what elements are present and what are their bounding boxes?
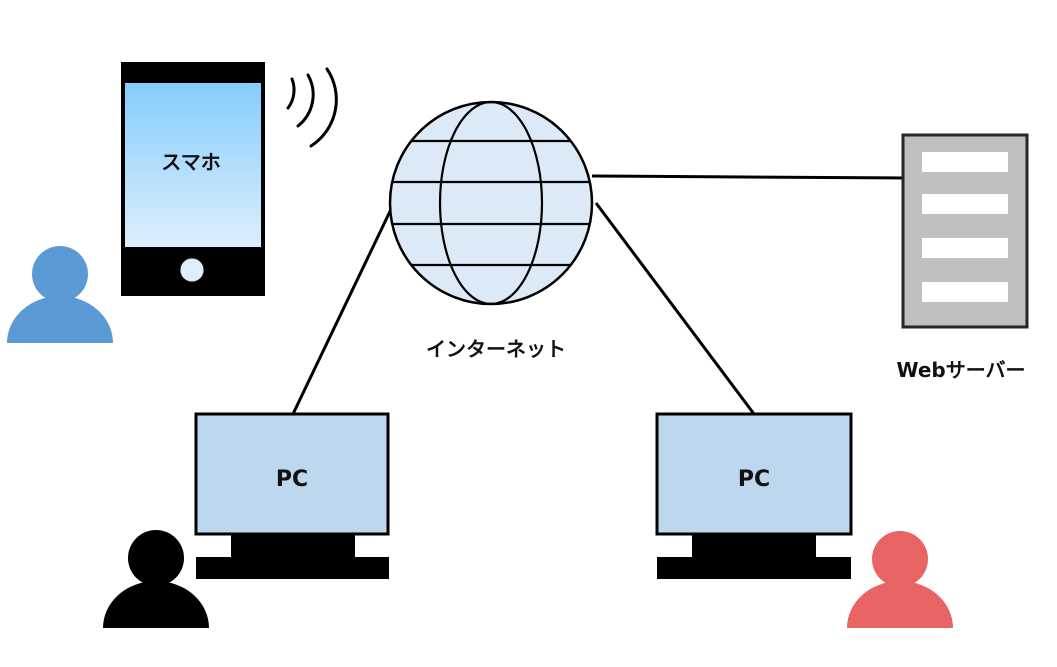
internet-label: インターネット: [426, 337, 566, 361]
user-red-icon: [847, 531, 953, 628]
pc-right-label: PC: [737, 467, 771, 492]
connection-lines: [291, 174, 904, 415]
link-internet-pc-left: [291, 202, 396, 415]
smartphone-icon: [121, 62, 265, 296]
link-internet-web-server: [591, 174, 904, 180]
pc-left-monitor-icon: [194, 412, 390, 579]
link-internet-pc-right: [594, 202, 756, 415]
web-server-icon: [901, 133, 1029, 329]
web-server-label: Webサーバー: [896, 358, 1026, 382]
pc-left-label: PC: [275, 467, 309, 492]
wireless-signal-icon: [286, 67, 338, 148]
user-black-icon: [103, 530, 209, 628]
smartphone-label: スマホ: [161, 150, 221, 174]
pc-right-monitor-icon: [655, 412, 853, 579]
internet-globe-icon: [388, 100, 594, 306]
user-blue-icon: [7, 246, 113, 343]
